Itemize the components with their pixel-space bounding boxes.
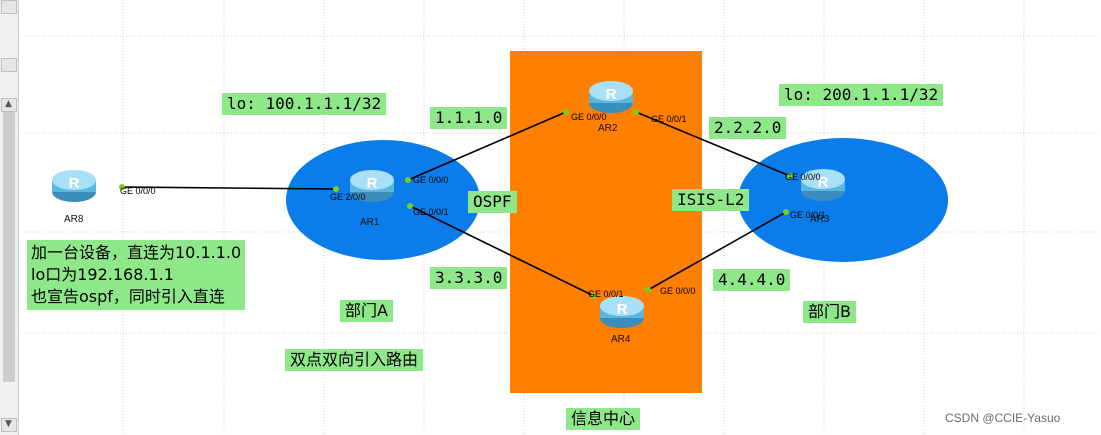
port-ar4-ge000: GE 0/0/0 xyxy=(660,286,696,296)
note-line-2: lo口为192.168.1.1 xyxy=(31,265,174,284)
chevron-down-icon: ▼ xyxy=(5,419,12,429)
router-ar3-icon[interactable]: R xyxy=(801,169,845,201)
dept-b-label: 部门B xyxy=(803,301,856,323)
port-ar1-ge001: GE 0/0/1 xyxy=(413,207,449,217)
scroll-up-button[interactable] xyxy=(1,0,17,14)
svg-text:R: R xyxy=(606,86,617,103)
isis-label: ISIS-L2 xyxy=(672,189,750,211)
link-ar1-ar4 xyxy=(409,205,595,297)
note-line-3: 也宣告ospf，同时引入直连 xyxy=(31,287,225,306)
svg-text:R: R xyxy=(818,174,829,191)
port-ar3-ge001: GE 0/0/1 xyxy=(790,210,826,220)
link-ar8-ar1 xyxy=(119,186,337,190)
vertical-scrollbar[interactable]: ▲ ▼ xyxy=(0,0,19,435)
port-ar4-ge001: GE 0/0/1 xyxy=(588,289,624,299)
loopback-ar1-label: lo: 100.1.1.1/32 xyxy=(222,93,387,115)
link-ar1-ar2 xyxy=(407,111,567,181)
network-4-label: 4.4.4.0 xyxy=(713,269,791,291)
note-line-1: 加一台设备，直连为10.1.1.0 xyxy=(31,243,242,262)
router-ar1-icon[interactable]: R xyxy=(350,170,394,202)
info-center-label: 信息中心 xyxy=(566,408,641,430)
router-ar4-icon[interactable]: R xyxy=(600,296,644,328)
dept-b-area xyxy=(738,138,948,262)
router-label-ar1: AR1 xyxy=(360,217,380,228)
chevron-up-icon: ▲ xyxy=(5,99,12,109)
port-ar3-ge000: GE 0/0/0 xyxy=(785,172,821,182)
router-label-ar3: AR3 xyxy=(810,214,830,225)
scroll-up-arrow[interactable]: ▲ xyxy=(1,98,17,112)
router-label-ar4: AR4 xyxy=(611,334,631,345)
router-ar2-icon[interactable]: R xyxy=(589,81,633,113)
port-ar8-ge000: GE 0/0/0 xyxy=(120,186,156,196)
scrollbar-thumb[interactable] xyxy=(3,112,15,382)
network-2-label: 2.2.2.0 xyxy=(709,117,787,139)
svg-text:R: R xyxy=(69,175,80,192)
instruction-note: 加一台设备，直连为10.1.1.0 lo口为192.168.1.1 也宣告osp… xyxy=(27,240,246,310)
network-3-label: 3.3.3.0 xyxy=(430,267,508,289)
port-dots xyxy=(119,109,793,299)
ospf-label: OSPF xyxy=(468,191,517,213)
port-ar2-ge001: GE 0/0/1 xyxy=(651,114,687,124)
watermark: CSDN @CCIE-Yasuo xyxy=(945,411,1061,425)
router-ar8-icon[interactable]: R xyxy=(52,170,96,202)
link-ar2-ar3 xyxy=(635,111,791,177)
port-ar1-ge200: GE 2/0/0 xyxy=(330,192,366,202)
port-ar1-ge000: GE 0/0/0 xyxy=(413,175,449,185)
link-ar4-ar3 xyxy=(647,211,787,291)
panel-button[interactable] xyxy=(1,58,17,72)
dept-a-label: 部门A xyxy=(340,300,393,322)
port-ar2-ge000: GE 0/0/0 xyxy=(571,112,607,122)
loopback-ar3-label: lo: 200.1.1.1/32 xyxy=(779,84,944,106)
bidirectional-route-label: 双点双向引入路由 xyxy=(285,349,424,371)
router-label-ar2: AR2 xyxy=(598,123,618,134)
links xyxy=(119,111,791,297)
scroll-down-arrow[interactable]: ▼ xyxy=(1,418,17,432)
svg-text:R: R xyxy=(617,301,628,318)
router-label-ar8: AR8 xyxy=(64,214,84,225)
svg-text:R: R xyxy=(367,175,378,192)
network-1-label: 1.1.1.0 xyxy=(430,107,508,129)
